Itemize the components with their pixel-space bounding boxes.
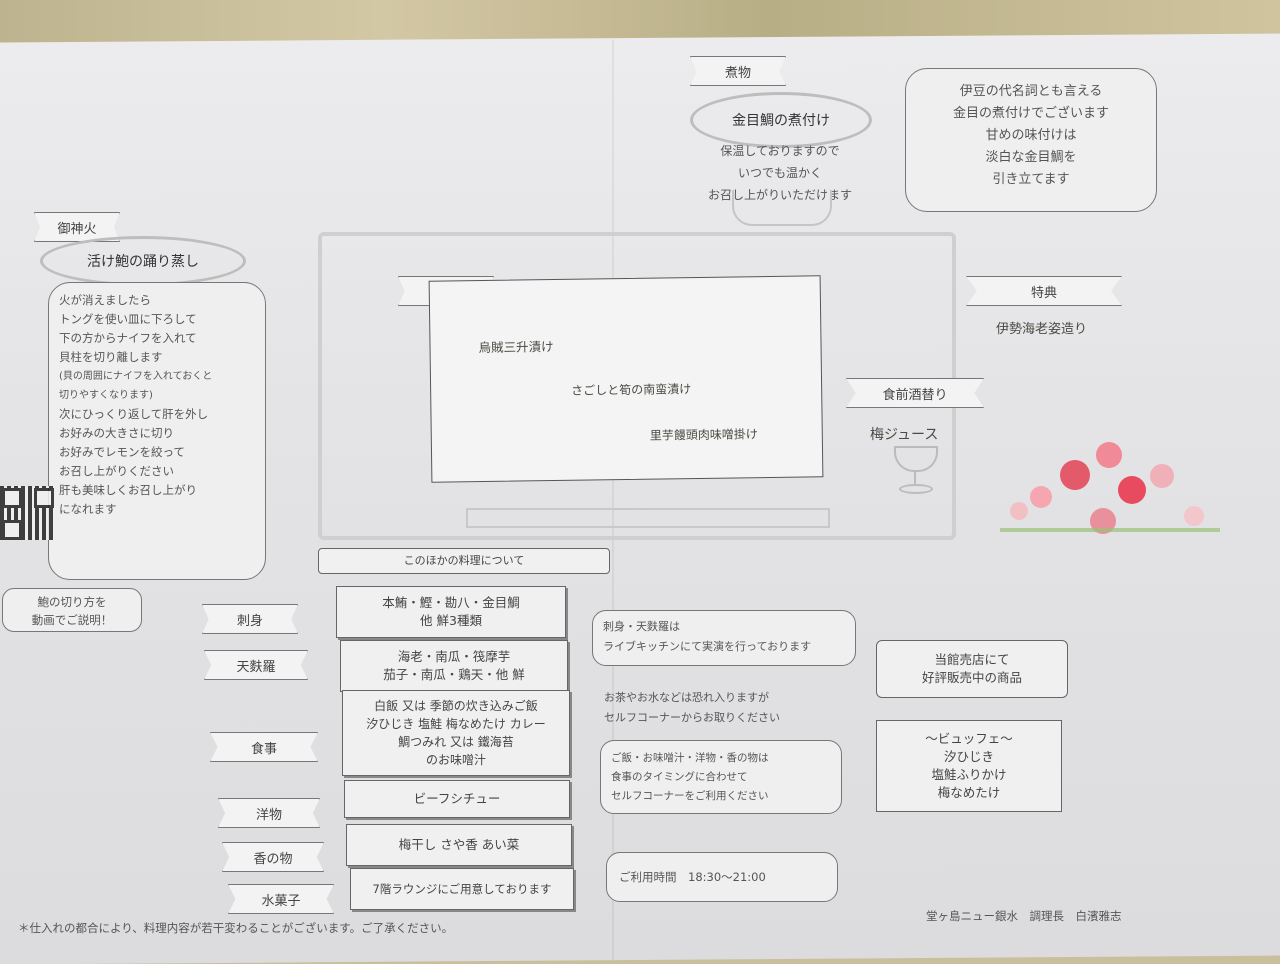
goshinka-bubble: 火が消えましたら トングを使い皿に下ろして 下の方からナイフを入れて 貝柱を切り…: [48, 282, 266, 580]
goshinka-tag: 御神火: [34, 212, 120, 242]
qr-bubble: 鮑の切り方を 動画でご説明！: [2, 588, 142, 632]
category-box: 梅干し さや香 あい菜: [346, 824, 572, 866]
zensai-board: 烏賊三升漬け さごしと筍の南蛮漬け 里芋饅頭肉味噌掛け: [428, 275, 824, 483]
shop-scroll: 当館売店にて 好評販売中の商品: [876, 640, 1068, 698]
category-tag: 食事: [210, 732, 318, 762]
goshinka-line: 切りやすくなります): [59, 390, 153, 401]
shop-scroll-line: 好評販売中の商品: [921, 670, 1022, 685]
goshinka-line: 下の方からナイフを入れて: [59, 331, 197, 345]
tokuten-item: 伊勢海老姿造り: [996, 322, 1088, 337]
buffet-line: 〜ビュッフェ〜: [925, 731, 1013, 746]
buffet-line: 塩鮭ふりかけ: [931, 767, 1007, 782]
goshinka-line: トングを使い皿に下ろして: [59, 312, 197, 326]
info-bubble-line: ご飯・お味噌汁・洋物・香の物は: [611, 752, 769, 764]
goshinka-line: 火が消えましたら: [59, 293, 151, 307]
category-tag: 天麩羅: [204, 650, 308, 680]
cosmos-flowers-illustration: [1000, 424, 1230, 544]
goshinka-line: になれます: [59, 502, 117, 516]
category-box: 本鮪・鰹・勘八・金目鯛 他 鮮3種類: [336, 586, 566, 638]
qr-line: 動画でご説明！: [31, 613, 113, 627]
goshinka-line: (貝の周囲にナイフを入れておくと: [59, 371, 213, 382]
info-text-line: セルフコーナーからお取りください: [604, 711, 780, 724]
footer-note: ＊仕入れの都合により、料理内容が若干変わることがございます。ご了承ください。: [18, 921, 454, 935]
category-box: 7階ラウンジにご用意しております: [350, 868, 574, 910]
izu-line: 伊豆の代名詞とも言える: [959, 84, 1103, 99]
buffet-line: 梅なめたけ: [937, 785, 1001, 800]
info-bubble-line: 食事のタイミングに合わせて: [611, 771, 748, 783]
goshinka-line: お召し上がりください: [59, 464, 174, 478]
goshinka-dish-oval: 活け鮑の踊り蒸し: [40, 236, 246, 286]
zensai-item: 烏賊三升漬け: [478, 339, 554, 356]
qr-line: 鮑の切り方を: [37, 595, 107, 609]
nimono-note-line: 保温しておりますので: [720, 144, 840, 158]
shokuzenshu-item: 梅ジュース: [870, 427, 939, 443]
qr-code-icon[interactable]: [0, 486, 54, 540]
nimono-dish-oval: 金目鯛の煮付け: [690, 92, 872, 148]
info-bubble: ご利用時間 18:30〜21:00: [606, 852, 838, 902]
info-text-line: お茶やお水などは恐れ入りますが: [604, 691, 769, 704]
shop-scroll-line: 当館売店にて: [934, 652, 1010, 667]
category-tag: 洋物: [218, 798, 320, 828]
category-box: ビーフシチュー: [344, 780, 570, 818]
info-bubble: 刺身・天麩羅は ライブキッチンにて実演を行っております: [592, 610, 856, 666]
info-bubble-line: セルフコーナーをご利用ください: [611, 790, 769, 802]
info-bubble: ご飯・お味噌汁・洋物・香の物は 食事のタイミングに合わせて セルフコーナーをご利…: [600, 740, 842, 814]
izu-bubble: 伊豆の代名詞とも言える 金目の煮付けでございます 甘めの味付けは 淡白な金目鯛を…: [905, 68, 1157, 212]
chef-signature: 堂ヶ島ニュー銀水 調理長 白濱雅志: [926, 909, 1122, 923]
izu-line: 淡白な金目鯛を: [985, 150, 1077, 165]
category-tag: 香の物: [222, 842, 324, 872]
category-tag: 水菓子: [228, 884, 334, 914]
buffet-box: 〜ビュッフェ〜 汐ひじき 塩鮭ふりかけ 梅なめたけ: [876, 720, 1062, 812]
zensai-item: さごしと筍の南蛮漬け: [571, 382, 692, 398]
izu-line: 引き立てます: [992, 172, 1070, 187]
wine-glass-icon: [894, 446, 938, 494]
zensai-item: 里芋饅頭肉味噌掛け: [649, 427, 758, 443]
shokuzenshu-tag: 食前酒替り: [846, 378, 984, 408]
goshinka-line: お好みの大きさに切り: [59, 426, 174, 440]
category-box: 白飯 又は 季節の炊き込みご飯 汐ひじき 塩鮭 梅なめたけ カレー 鯛つみれ 又…: [342, 690, 570, 776]
info-text: お茶やお水などは恐れ入りますが セルフコーナーからお取りください: [604, 688, 780, 728]
izu-line: 甘めの味付けは: [985, 128, 1077, 143]
nimono-note-line: いつでも温かく: [737, 166, 822, 180]
other-dishes-header: このほかの料理について: [318, 548, 610, 574]
pot-illustration: [732, 190, 832, 226]
goshinka-line: 貝柱を切り離します: [59, 350, 163, 364]
goshinka-line: 肝も美味しくお召し上がり: [59, 483, 197, 497]
tokuten-tag: 特典: [966, 276, 1122, 306]
buffet-line: 汐ひじき: [943, 749, 994, 764]
category-box: 海老・南瓜・筏摩芋 茄子・南瓜・鶏天・他 鮮: [340, 640, 568, 692]
monitor-stand: [466, 508, 830, 528]
info-bubble-line: ライブキッチンにて実演を行っております: [603, 640, 812, 653]
goshinka-line: 次にひっくり返して肝を外し: [59, 407, 209, 421]
info-bubble-line: ご利用時間 18:30〜21:00: [619, 870, 766, 884]
category-tag: 刺身: [202, 604, 298, 634]
nimono-tag: 煮物: [690, 56, 786, 86]
paper-fold: [612, 40, 614, 960]
goshinka-line: お好みでレモンを絞って: [59, 445, 185, 459]
izu-line: 金目の煮付けでございます: [952, 106, 1109, 121]
info-bubble-line: 刺身・天麩羅は: [603, 620, 680, 633]
